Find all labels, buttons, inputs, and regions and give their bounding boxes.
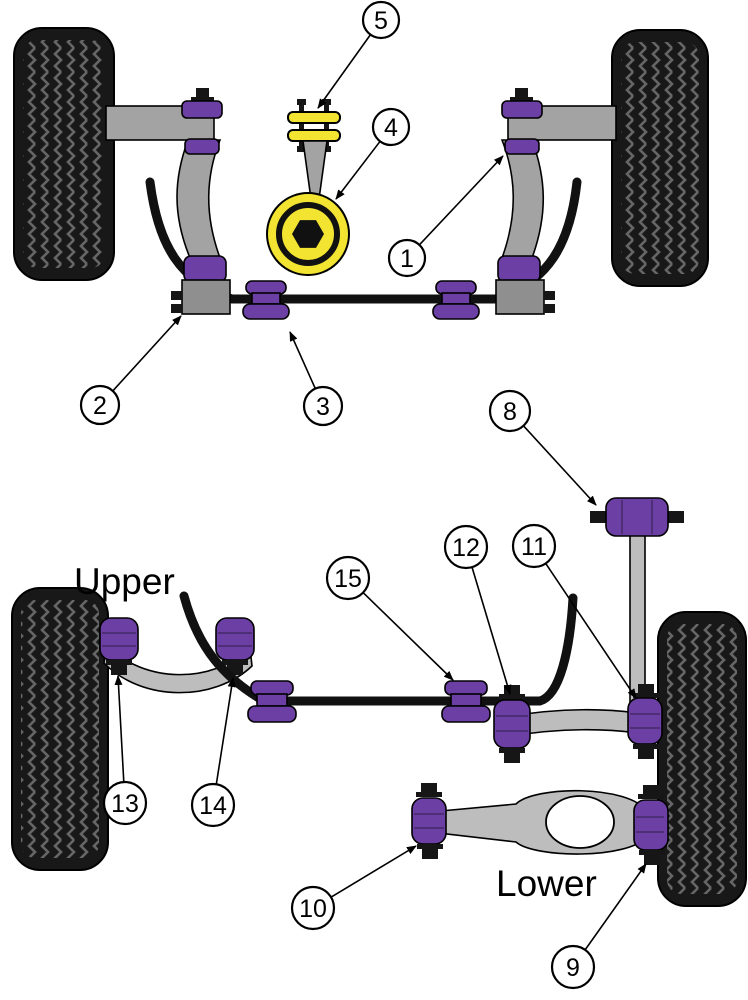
callout-circle: [371, 107, 411, 147]
callout-arrow: [215, 677, 236, 785]
trailing-arm-hole: [545, 795, 615, 849]
front-suspension: [13, 27, 709, 320]
callout-arrow: [114, 675, 125, 783]
callout-circle: [387, 238, 427, 278]
callout-12: 12: [443, 524, 512, 695]
rear-upper-arm: [103, 643, 253, 694]
callout-number: 1: [400, 245, 414, 273]
callout-arrow: [289, 331, 317, 389]
callout-3: 3: [289, 331, 344, 427]
tire-tread: [667, 624, 737, 894]
callout-circle: [325, 555, 371, 601]
callout-circle: [443, 524, 489, 570]
callout-11: 11: [511, 523, 637, 699]
callout-circle: [488, 389, 532, 433]
rear-trailing-arm: [429, 789, 649, 855]
callout-number: 10: [299, 895, 327, 923]
front-right-control-arm: [500, 105, 617, 259]
front-right-bar-clamp: [495, 255, 555, 315]
rear-trailing-arm-bushing-right: [633, 785, 669, 865]
mount-ring: [276, 202, 340, 266]
tire-tread: [23, 40, 105, 268]
callout-circle: [511, 523, 557, 569]
front-left-bar-clamp: [171, 255, 231, 315]
callout-number: 12: [452, 534, 480, 562]
rear-anti-roll-bar-bushing-right: [441, 680, 491, 723]
callout-13: 13: [102, 675, 148, 826]
callout-circle: [79, 384, 121, 426]
callout-arrow: [317, 34, 372, 109]
front-right-tire: [611, 29, 709, 287]
callout-number: 9: [566, 954, 580, 982]
rear-lower-arm: [511, 708, 645, 737]
front-left-arm-bushing: [181, 88, 223, 155]
rear-upper-arm-bushing-right: [215, 617, 255, 675]
callout-4: 4: [335, 107, 411, 200]
callout-15: 15: [325, 555, 454, 681]
callout-arrow: [362, 592, 454, 681]
callout-1: 1: [387, 155, 504, 278]
callout-number: 5: [374, 7, 388, 35]
upper-engine-mount: [287, 99, 341, 152]
callout-circle: [190, 782, 236, 828]
callout-9: 9: [550, 863, 647, 990]
rear-anti-roll-bar-bushing-left: [247, 680, 297, 723]
callout-14: 14: [190, 677, 236, 828]
rear-left-tire: [11, 587, 109, 871]
callout-8: 8: [488, 389, 597, 506]
callout-arrow: [335, 140, 381, 200]
callout-circle: [361, 0, 401, 40]
callout-arrow: [545, 562, 637, 699]
front-anti-roll-bar: [145, 177, 582, 304]
callout-arrow: [584, 863, 647, 951]
callout-arrow: [330, 845, 417, 898]
callout-number: 11: [521, 533, 547, 561]
tire-tread: [21, 600, 99, 858]
callout-circle: [290, 885, 336, 931]
rear-right-tire: [657, 611, 747, 907]
callout-10: 10: [290, 845, 417, 931]
callout-arrow: [471, 566, 512, 695]
rear-lower-arm-bushing-right: [627, 684, 663, 759]
front-anti-roll-bar-bushing-right: [432, 280, 480, 320]
callout-number: 2: [93, 392, 107, 420]
callout-5: 5: [317, 0, 401, 109]
callout-circle: [550, 944, 596, 990]
lower-engine-mount: [266, 140, 350, 276]
callout-circle: [302, 385, 344, 427]
callout-circle: [102, 780, 148, 826]
callout-2: 2: [79, 315, 182, 426]
lower-label: Lower: [496, 863, 597, 904]
callout-number: 14: [199, 792, 227, 820]
callout-number: 8: [503, 398, 517, 426]
hex-bolt-icon: [292, 220, 324, 248]
callout-arrow: [522, 425, 597, 506]
callout-number: 3: [316, 393, 330, 421]
callout-number: 13: [111, 790, 139, 818]
front-left-tire: [13, 27, 115, 281]
callout-number: 15: [334, 565, 362, 593]
rear-suspension: Upper: [11, 497, 747, 907]
rear-trailing-arm-bushing-left: [411, 783, 447, 859]
callout-arrow: [418, 155, 504, 246]
front-right-arm-bushing: [501, 88, 543, 155]
upper-label: Upper: [74, 561, 175, 602]
rear-lower-arm-bushing-left: [493, 685, 531, 763]
tire-tread: [621, 42, 699, 274]
callout-number: 4: [384, 114, 398, 142]
rear-upper-arm-bushing-left: [99, 617, 139, 675]
rear-link-upper-bushing: [590, 497, 684, 537]
callout-arrow: [112, 315, 182, 392]
front-anti-roll-bar-bushing-left: [242, 280, 290, 320]
